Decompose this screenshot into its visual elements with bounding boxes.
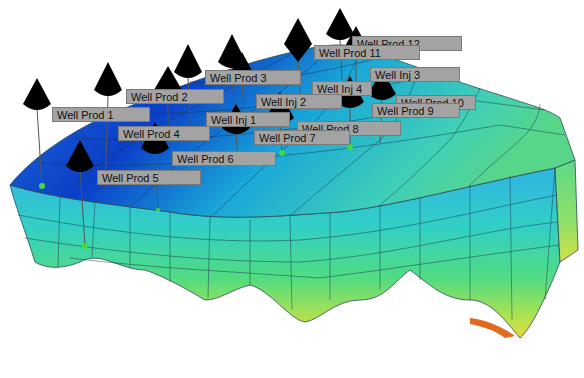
well-name: Well Prod 6 <box>177 153 234 165</box>
well-label: Well Prod 7 <box>254 130 350 145</box>
well-name: Well Prod 5 <box>102 172 159 184</box>
well-label: Well Prod 4 <box>118 126 210 141</box>
well-label: Well Prod 2 <box>126 89 224 104</box>
well-name: Well Inj 3 <box>375 69 420 81</box>
well-label: Well Prod 9 <box>372 103 460 118</box>
well-name: Well Inj 1 <box>211 114 256 126</box>
well-label: Well Inj 3 <box>370 67 460 82</box>
well-label: Well Prod 11 <box>314 45 420 60</box>
well-label: Well Prod 6 <box>172 151 276 166</box>
well-name: Well Inj 2 <box>261 96 306 108</box>
well-name: Well Prod 1 <box>57 109 114 121</box>
well-label: Well Prod 3 <box>205 70 301 85</box>
well-name: Well Prod 9 <box>377 105 434 117</box>
well-name: Well Prod 11 <box>319 47 381 59</box>
well-label: Well Prod 5 <box>97 170 201 185</box>
well-name: Well Prod 4 <box>123 128 180 140</box>
well-name: Well Prod 2 <box>131 91 188 103</box>
well-label: Well Inj 2 <box>256 94 342 109</box>
well-name: Well Prod 7 <box>259 132 316 144</box>
well-label: Well Inj 1 <box>206 112 290 127</box>
well-name: Well Prod 3 <box>210 72 267 84</box>
well-label: Well Prod 1 <box>52 107 150 122</box>
